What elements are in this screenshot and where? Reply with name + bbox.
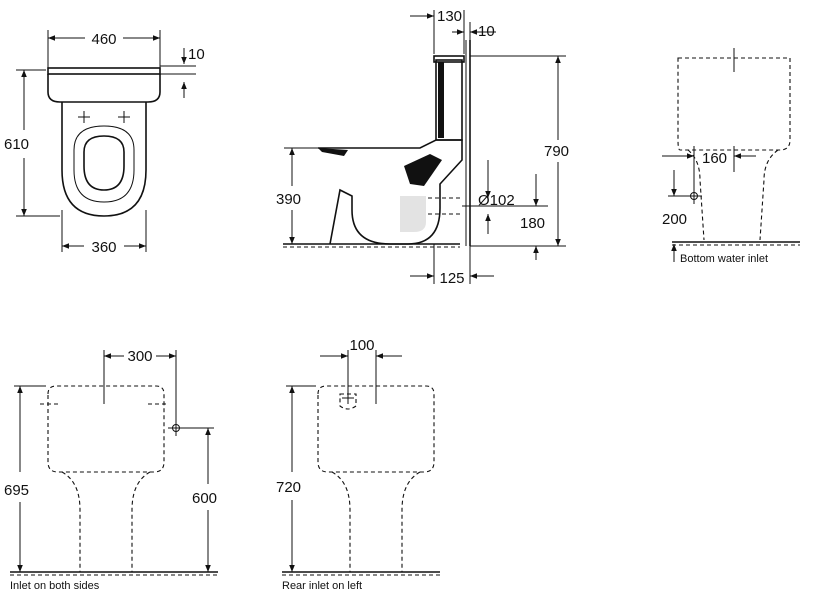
trap-section [404,154,442,186]
dim-side-top-offset: 130 [437,8,462,25]
cistern-outline [47,74,161,103]
caption-both-sides: Inlet on both sides [10,580,100,592]
water-inlet-icon [168,420,184,436]
cistern-wall [438,62,444,138]
bowl-outline [687,149,779,241]
dim-both-sides-total: 695 [4,482,29,499]
dim-side-outlet-diameter: Ø102 [478,192,515,209]
dim-side-seat-height: 390 [276,191,301,208]
bowl-section [318,139,463,245]
dim-rear-left-total: 720 [276,479,301,496]
dim-side-top-gap: 10 [478,23,495,40]
dim-front-inlet-width: 160 [702,150,727,167]
bowl-rim [318,148,348,156]
cistern-outline [317,385,435,473]
seat-outline [73,125,135,203]
dim-top-width: 460 [91,31,116,48]
dim-side-total-height: 790 [544,143,569,160]
dim-top-depth: 610 [4,136,29,153]
caption-bottom-inlet: Bottom water inlet [680,253,768,265]
bowl-outline [331,471,421,572]
dim-side-outlet-height: 180 [520,215,545,232]
cistern-outline [677,57,791,151]
cistern-lid [433,55,465,63]
dim-front-inlet-height: 200 [662,211,687,228]
dim-rear-left-offset: 100 [349,337,374,354]
cistern-outline [47,385,165,473]
dim-side-outlet-offset: 125 [439,270,464,287]
water-inlet-icon [686,188,702,204]
bowl-outline [61,471,151,572]
cistern-lid [47,67,161,75]
fixing-point-icon [118,111,130,123]
front-view-rear-left: 100 720 Rear inlet on left [276,337,440,592]
caption-rear-left: Rear inlet on left [282,580,362,592]
bowl-opening [83,135,125,191]
water-inlet-icon [342,392,354,404]
front-view-bottom-inlet: 160 200 Bottom water inlet [662,48,800,265]
top-view: 460 10 610 360 [4,30,205,256]
dim-top-base-width: 360 [91,239,116,256]
side-view: 130 10 390 790 Ø102 180 125 [276,8,569,287]
front-view-both-sides: 300 695 600 Inlet on both sides [4,348,218,592]
dim-both-sides-offset: 300 [127,348,152,365]
fixing-point-icon [78,111,90,123]
bowl-outline [61,102,147,217]
dim-top-lid-gap: 10 [188,46,205,63]
rear-inlet-mark [339,393,357,410]
dim-both-sides-inlet-height: 600 [192,490,217,507]
trap-water [400,196,426,232]
